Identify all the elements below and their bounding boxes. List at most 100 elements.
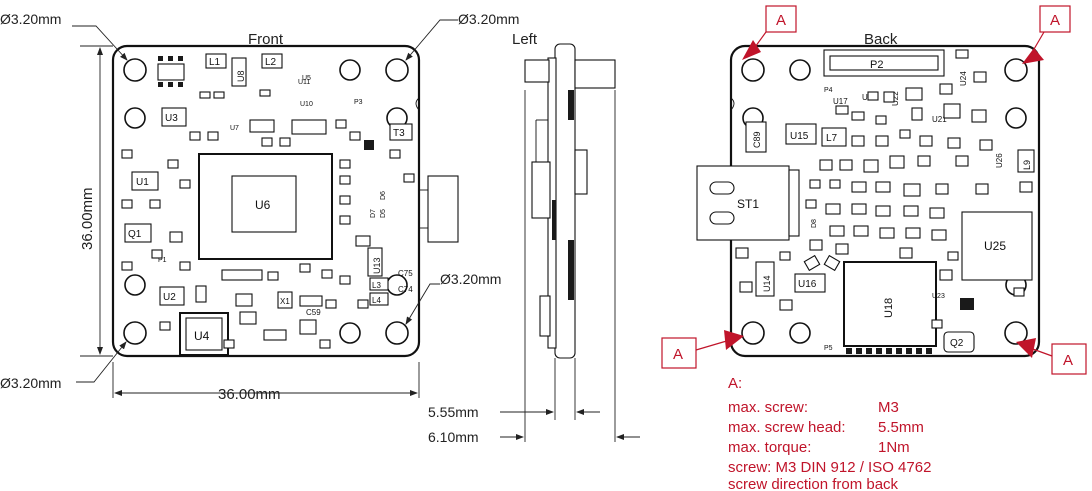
front-label-t3: T3 (393, 128, 405, 139)
marker-arrow-top-right (1022, 48, 1044, 64)
marker-label-top-left: A (776, 12, 786, 29)
back-label-u17: U17 (833, 97, 848, 106)
dim-thickness-1: 5.55mm (428, 404, 479, 420)
notes-torque-value: 1Nm (878, 439, 910, 456)
marker-arrow-top-left (742, 40, 761, 60)
front-label-d6: D6 (380, 191, 387, 200)
back-comp-u16 (794, 273, 826, 293)
back-comp-l9 (1017, 149, 1035, 173)
front-label-u11: U11 (298, 79, 310, 86)
front-label-p1: P1 (158, 257, 167, 264)
back-comp-c89 (745, 121, 767, 153)
back-label-u15: U15 (790, 131, 809, 142)
front-label-u2: U2 (163, 292, 176, 303)
front-hole-tl (123, 58, 147, 82)
front-label-u8: U8 (236, 70, 246, 82)
back-hole-tr (1004, 58, 1028, 82)
side-dimensions: 5.55mm 6.10mm (428, 90, 640, 445)
front-label-u4: U4 (194, 329, 210, 343)
marker-label-bottom-right: A (1063, 352, 1073, 369)
back-label-u25: U25 (984, 239, 1006, 253)
back-chip-u18 (843, 261, 937, 347)
front-comp-l1 (205, 53, 227, 69)
dim-hole-top-right: Ø3.20mm (458, 11, 519, 27)
back-label-u14: U14 (762, 275, 772, 292)
back-label-u22: U22 (891, 91, 900, 106)
back-label-p5: P5 (824, 345, 833, 352)
back-label-u23: U23 (932, 293, 945, 300)
front-hole-bl (123, 321, 147, 345)
front-dimensions: Ø3.20mm Ø3.20mm Ø3.20mm Ø3.20mm 36.00mm … (0, 11, 519, 403)
marker-label-bottom-left: A (673, 346, 683, 363)
left-usb-side (531, 161, 551, 219)
front-view-title: Front (248, 31, 284, 48)
notes-torque-label: max. torque: (728, 439, 811, 456)
back-label-st1: ST1 (737, 197, 759, 211)
marker-arrow-bottom-right (1016, 338, 1036, 358)
front-hole-br (385, 321, 409, 345)
back-hole-b2 (789, 322, 811, 344)
front-comp-q1 (124, 223, 152, 243)
front-label-u5: U5 (302, 75, 311, 82)
dim-hole-bottom-left: Ø3.20mm (0, 375, 61, 391)
back-label-d8: D8 (811, 219, 818, 228)
front-label-l3: L3 (372, 281, 381, 290)
front-label-d7: D7 (370, 209, 377, 218)
front-label-u1: U1 (136, 177, 149, 188)
front-comp-u3 (161, 107, 187, 127)
back-label-c89: C89 (752, 131, 762, 148)
back-hole-tl (741, 58, 765, 82)
back-comp-q2 (943, 331, 975, 353)
front-label-c59: C59 (306, 308, 321, 317)
dim-hole-top-left: Ø3.20mm (0, 11, 61, 27)
back-view: Back P2 ST1 U18 U25 C89 U15 L7 U19 (696, 31, 1041, 358)
front-comp-u8 (231, 57, 247, 87)
back-hole-br (1004, 321, 1028, 345)
back-hole-r2 (1005, 107, 1027, 129)
left-connector-top (524, 59, 550, 83)
front-small-parts (121, 56, 415, 349)
front-comp-u13 (367, 247, 383, 277)
back-chip-u25 (961, 211, 1033, 281)
front-label-x1: X1 (280, 297, 290, 306)
marker-box-bottom-right (1051, 343, 1087, 375)
marker-arrow-bottom-left (724, 330, 744, 350)
front-comp-u2 (159, 286, 185, 306)
front-comp-l2 (261, 53, 283, 69)
front-label-p3: P3 (354, 99, 363, 106)
front-label-u3: U3 (165, 113, 178, 124)
back-view-title: Back (864, 31, 898, 48)
front-hole-b2 (339, 322, 361, 344)
front-label-c75: C75 (398, 269, 413, 278)
back-comp-u14 (755, 261, 775, 297)
screw-notes: A: max. screw: M3 max. screw head: 5.5mm… (728, 375, 931, 491)
back-label-l9: L9 (1022, 160, 1032, 170)
front-label-u6: U6 (255, 198, 271, 212)
back-label-u16: U16 (798, 279, 817, 290)
front-chip-u6 (231, 175, 297, 233)
notes-head-value: 5.5mm (878, 419, 924, 436)
notes-head-label: max. screw head: (728, 419, 846, 436)
front-label-u13: U13 (372, 257, 382, 274)
back-label-l7: L7 (826, 133, 838, 144)
marker-label-top-right: A (1050, 12, 1060, 29)
marker-box-top-right (1039, 5, 1071, 33)
front-comp-u1 (131, 171, 159, 191)
back-label-p2: P2 (870, 59, 883, 71)
back-label-u24: U24 (959, 71, 968, 86)
front-label-u7: U7 (230, 125, 239, 132)
front-view: Front U6 U4 L1 L2 U8 U3 (111, 31, 459, 358)
notes-standard: screw: M3 DIN 912 / ISO 4762 (728, 459, 931, 476)
front-label-u10: U10 (300, 101, 313, 108)
left-component-top (574, 59, 616, 89)
front-label-d5: D5 (380, 209, 387, 218)
back-hole-t2 (789, 59, 811, 81)
front-label-l1: L1 (209, 57, 221, 68)
front-label-l4: L4 (372, 296, 381, 305)
front-hole-l3 (124, 274, 146, 296)
front-hole-tr (385, 58, 409, 82)
back-small-parts (735, 49, 1033, 354)
notes-direction: screw direction from back (728, 476, 899, 491)
front-usb-connector (427, 175, 459, 243)
